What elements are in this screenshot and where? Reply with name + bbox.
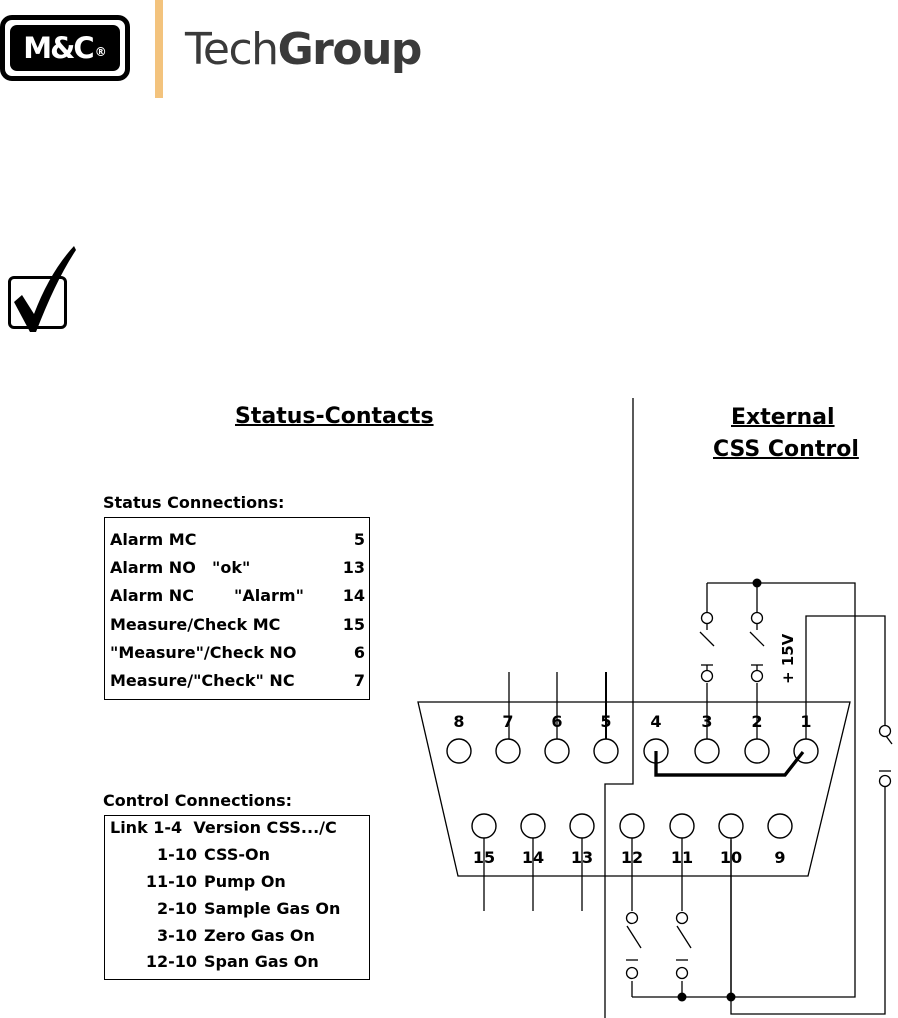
- pin-label: 5: [600, 712, 611, 731]
- techgroup-wordmark: TechGroup: [185, 20, 423, 80]
- status-row-label: Measure/"Check" NC: [110, 671, 295, 690]
- status-row-label: Alarm MC: [110, 530, 197, 549]
- pin-14: [520, 813, 546, 839]
- junction-dot: [752, 578, 762, 588]
- pin-label: 15: [473, 848, 495, 867]
- pin-label: 13: [571, 848, 593, 867]
- pin-label: 14: [522, 848, 544, 867]
- status-connections-title: Status Connections:: [103, 493, 285, 512]
- pin-6: [544, 738, 570, 764]
- control-header: Link 1-4 Version CSS.../C: [110, 818, 337, 837]
- pin-13: [569, 813, 595, 839]
- status-row-label: Alarm NC: [110, 586, 194, 605]
- sw12-blade: [626, 925, 642, 949]
- status-row-pin: 15: [342, 615, 365, 634]
- status-row-pin: 6: [353, 643, 365, 662]
- status-row-label: Measure/Check MC: [110, 615, 281, 634]
- pin-label: 3: [701, 712, 712, 731]
- pin-label: 9: [774, 848, 785, 867]
- status-row-label: Alarm NO: [110, 558, 196, 577]
- sw12-contact-top: [625, 911, 639, 925]
- mc-logo: M&C®: [0, 15, 130, 81]
- link-1-4: [654, 751, 805, 777]
- status-row-pin: 14: [342, 586, 365, 605]
- control-row-pins: 2-10: [156, 899, 197, 918]
- pin-5: [593, 738, 619, 764]
- pin-3: [694, 738, 720, 764]
- brand-divider-bar: [155, 0, 163, 98]
- pin-label: 7: [502, 712, 513, 731]
- css-control-heading: CSS Control: [713, 437, 859, 462]
- status-row-extra: "ok": [212, 558, 251, 577]
- registered-mark: ®: [94, 45, 107, 59]
- control-row-pins: 12-10: [145, 952, 197, 971]
- sw2-contact-top: [750, 611, 764, 625]
- pin-label: 10: [720, 848, 742, 867]
- control-row-label: Zero Gas On: [204, 926, 315, 945]
- control-row-pins: 11-10: [145, 872, 197, 891]
- pin-label: 1: [800, 712, 811, 731]
- sw12-contact-bot: [625, 966, 639, 980]
- status-connections-table: Alarm MC 5 Alarm NO "ok" 13 Alarm NC "Al…: [104, 517, 370, 700]
- pin-7: [495, 738, 521, 764]
- pin-8: [446, 738, 472, 764]
- sw11-contact-top: [675, 911, 689, 925]
- control-row-pins: 1-10: [156, 845, 197, 864]
- pin-label: 4: [650, 712, 661, 731]
- pin-label: 12: [621, 848, 643, 867]
- pin-2: [744, 738, 770, 764]
- status-contacts-heading: Status-Contacts: [235, 404, 434, 429]
- pin-9: [767, 813, 793, 839]
- supply-voltage-label: + 15V: [779, 633, 797, 684]
- link-1-4-overlay: [654, 751, 805, 777]
- pin-label: 2: [751, 712, 762, 731]
- brand-tech: Tech: [185, 24, 279, 75]
- status-row-pin: 13: [342, 558, 365, 577]
- pin-label: 11: [671, 848, 693, 867]
- control-connections-title: Control Connections:: [103, 791, 292, 810]
- sw3-contact-top: [700, 611, 714, 625]
- common-bus-top: [707, 582, 856, 998]
- pin-11: [669, 813, 695, 839]
- check-mark-icon: [14, 246, 76, 332]
- junction-dot: [726, 992, 736, 1002]
- status-row-extra: "Alarm": [234, 586, 304, 605]
- wire-css-return: [730, 787, 886, 1015]
- control-connections-table: Link 1-4 Version CSS.../C 1-10 CSS-On 11…: [104, 815, 370, 980]
- pin-15: [471, 813, 497, 839]
- control-row-label: Span Gas On: [204, 952, 319, 971]
- pin-12: [619, 813, 645, 839]
- connector-outline: [417, 701, 851, 877]
- sw-css-contact-bot: [878, 774, 892, 788]
- control-row-label: Sample Gas On: [204, 899, 341, 918]
- pin-label: 6: [551, 712, 562, 731]
- junction-dot: [677, 992, 687, 1002]
- status-row-pin: 5: [353, 530, 365, 549]
- wire-pin1: [805, 615, 886, 747]
- pin-label: 8: [453, 712, 464, 731]
- sw11-blade: [676, 925, 692, 949]
- divider-line: [604, 398, 634, 1018]
- sw2-contact-bot: [750, 669, 764, 683]
- control-row-label: Pump On: [204, 872, 286, 891]
- status-row-label: "Measure"/Check NO: [110, 643, 297, 662]
- status-row-pin: 7: [353, 671, 365, 690]
- sw3-contact-bot: [700, 669, 714, 683]
- sw-css-contact-top: [878, 724, 892, 738]
- external-heading: External: [731, 405, 835, 430]
- sw2-blade: [749, 631, 765, 647]
- mc-logo-text: M&C: [23, 31, 94, 65]
- sw3-blade: [699, 631, 715, 647]
- brand-group: Group: [277, 24, 423, 75]
- control-row-pins: 3-10: [156, 926, 197, 945]
- pin-10: [718, 813, 744, 839]
- sw11-contact-bot: [675, 966, 689, 980]
- control-row-label: CSS-On: [204, 845, 270, 864]
